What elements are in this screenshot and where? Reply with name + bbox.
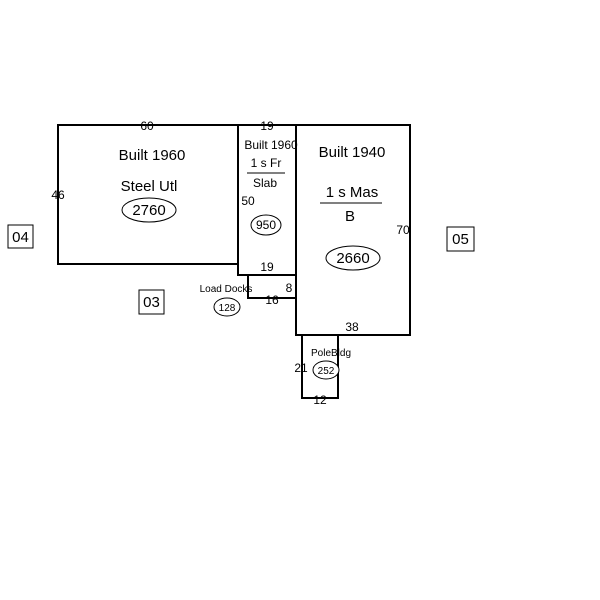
frame-stories: 1 s Fr xyxy=(251,156,282,170)
dim-masonry-bottom: 38 xyxy=(345,320,359,334)
dim-masonry-right: 70 xyxy=(396,223,410,237)
load-docks-label: Load Docks xyxy=(200,284,253,295)
building-outline xyxy=(57,124,411,399)
dim-frame-bottom: 19 xyxy=(260,260,274,274)
zone-box-middle xyxy=(138,289,165,315)
masonry-section-outline xyxy=(238,124,411,336)
pole-bldg-area: 252 xyxy=(318,366,335,377)
zone-markers: 04 03 05 xyxy=(7,224,475,315)
pole-bldg-label: PoleBldg xyxy=(311,348,351,359)
steel-type: Steel Utl xyxy=(121,178,178,195)
dim-frame-top: 19 xyxy=(260,119,274,133)
dim-dock-right: 8 xyxy=(286,281,293,295)
frame-built-year: Built 1960 xyxy=(244,138,298,152)
frame-area-ellipse xyxy=(250,214,282,236)
steel-built-year: Built 1960 xyxy=(119,147,186,164)
dim-dock-bottom: 16 xyxy=(265,293,279,307)
frame-section-labels: Built 1960 1 s Fr Slab 950 xyxy=(244,138,298,236)
masonry-section-labels: Built 1940 1 s Mas B 2660 xyxy=(319,144,386,271)
masonry-area: 2660 xyxy=(336,250,369,267)
steel-section-labels: Built 1960 Steel Utl 2760 xyxy=(119,147,186,223)
dimension-labels: 60 46 19 50 19 70 38 8 16 21 12 xyxy=(51,119,410,407)
zone-label-left: 04 xyxy=(12,229,29,246)
steel-section-outline xyxy=(57,124,238,265)
frame-section-outline xyxy=(237,125,296,276)
dim-pole-left: 21 xyxy=(294,361,308,375)
steel-area-ellipse xyxy=(121,197,177,223)
load-docks-area-ellipse xyxy=(213,297,241,317)
load-docks-labels: Load Docks 128 xyxy=(200,284,253,317)
dim-steel-top: 60 xyxy=(140,119,154,133)
zone-box-left xyxy=(7,224,34,249)
masonry-built-year: Built 1940 xyxy=(319,144,386,161)
masonry-stories: 1 s Mas xyxy=(326,184,379,201)
frame-area: 950 xyxy=(256,218,276,232)
dim-pole-bottom: 12 xyxy=(313,393,327,407)
zone-label-middle: 03 xyxy=(143,294,160,311)
pole-bldg-labels: PoleBldg 252 xyxy=(311,348,351,380)
steel-area: 2760 xyxy=(132,202,165,219)
zone-box-right xyxy=(446,226,475,252)
load-docks-area: 128 xyxy=(219,303,236,314)
masonry-foundation: B xyxy=(345,208,355,225)
pole-bldg-area-ellipse xyxy=(312,360,340,380)
dim-frame-left: 50 xyxy=(241,194,255,208)
dim-steel-left: 46 xyxy=(51,188,65,202)
load-docks-outline xyxy=(247,275,296,299)
zone-label-right: 05 xyxy=(452,231,469,248)
frame-foundation: Slab xyxy=(253,176,277,190)
masonry-area-ellipse xyxy=(325,245,381,271)
